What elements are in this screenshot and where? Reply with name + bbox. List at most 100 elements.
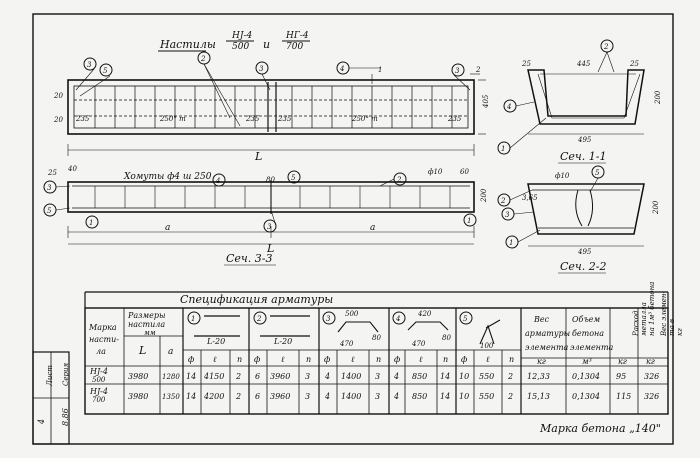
svg-text:550: 550 — [479, 392, 494, 401]
svg-text:4: 4 — [506, 103, 511, 111]
svg-text:ℓ: ℓ — [419, 355, 423, 364]
svg-text:14: 14 — [440, 392, 450, 401]
svg-text:0,1304: 0,1304 — [572, 392, 600, 401]
svg-text:Вес элемен-: Вес элемен- — [660, 290, 668, 337]
svg-text:3: 3 — [305, 372, 310, 381]
svg-text:5: 5 — [291, 174, 296, 182]
section-1-1-caption: Сеч. 1-1 — [560, 150, 606, 163]
svg-text:1: 1 — [509, 239, 513, 247]
svg-text:4: 4 — [215, 177, 220, 185]
svg-text:5: 5 — [595, 169, 600, 177]
svg-text:n: n — [376, 355, 381, 364]
svg-text:3980: 3980 — [128, 372, 148, 381]
svg-text:4: 4 — [339, 65, 344, 73]
svg-text:6: 6 — [255, 392, 260, 401]
svg-text:НJ-4: НJ-4 — [89, 387, 108, 396]
svg-text:НJ-4: НJ-4 — [89, 367, 108, 376]
svg-text:200: 200 — [652, 200, 660, 215]
section-3-3-caption: Сеч. 3-3 — [226, 252, 272, 265]
svg-text:3,65: 3,65 — [522, 194, 538, 202]
svg-text:10: 10 — [459, 392, 469, 401]
svg-text:14: 14 — [186, 392, 196, 401]
svg-text:850: 850 — [412, 392, 427, 401]
svg-text:1280: 1280 — [162, 373, 180, 381]
svg-text:850: 850 — [412, 372, 427, 381]
svg-text:кг: кг — [618, 357, 627, 366]
svg-text:80: 80 — [372, 334, 381, 342]
svg-text:2: 2 — [396, 176, 402, 184]
svg-text:235: 235 — [277, 115, 292, 123]
svg-text:495: 495 — [577, 136, 592, 144]
svg-text:500: 500 — [345, 310, 359, 318]
svg-text:14: 14 — [440, 372, 450, 381]
svg-text:L: L — [138, 344, 146, 357]
svg-text:3: 3 — [259, 65, 264, 73]
callout-5a — [99, 63, 113, 77]
svg-text:235: 235 — [75, 115, 90, 123]
section-2-2-caption: Сеч. 2-2 — [560, 260, 606, 273]
svg-text:100: 100 — [480, 342, 494, 350]
svg-text:ф: ф — [394, 355, 400, 364]
title-mark-1: НJ-4 — [231, 31, 252, 41]
svg-text:3: 3 — [505, 211, 510, 219]
svg-text:2: 2 — [507, 372, 513, 381]
svg-text:0,1304: 0,1304 — [572, 372, 600, 381]
svg-text:та в: та в — [668, 319, 676, 336]
svg-text:мм: мм — [144, 329, 156, 337]
svg-text:4: 4 — [393, 372, 399, 381]
svg-text:326: 326 — [644, 372, 659, 381]
svg-text:1: 1 — [89, 219, 93, 227]
page-frame — [32, 13, 674, 445]
svg-text:25: 25 — [629, 60, 639, 68]
svg-text:Вес: Вес — [533, 315, 550, 324]
svg-text:10: 10 — [459, 372, 469, 381]
svg-text:ф10: ф10 — [428, 168, 443, 176]
title-size-2: 700 — [286, 42, 303, 52]
svg-text:4: 4 — [324, 392, 330, 401]
title-size-1: 500 — [232, 42, 249, 52]
svg-text:470: 470 — [339, 340, 354, 348]
section-1-1: 2 4 1 25 445 25 200 495 Сеч. 1-1 — [497, 39, 662, 164]
svg-text:15,13: 15,13 — [527, 392, 550, 401]
svg-text:80: 80 — [442, 334, 451, 342]
svg-text:насти-: насти- — [89, 335, 119, 344]
svg-text:12,33: 12,33 — [527, 372, 550, 381]
svg-text:кг: кг — [537, 357, 546, 366]
svg-text:5: 5 — [47, 207, 52, 215]
svg-text:6: 6 — [255, 372, 260, 381]
svg-text:3: 3 — [375, 392, 380, 401]
svg-text:ℓ: ℓ — [281, 355, 285, 364]
svg-text:250° m: 250° m — [351, 115, 378, 123]
svg-text:2: 2 — [200, 55, 206, 63]
svg-text:3960: 3960 — [270, 372, 290, 381]
svg-text:235: 235 — [447, 115, 462, 123]
svg-text:2: 2 — [603, 43, 609, 51]
svg-text:3980: 3980 — [128, 392, 148, 401]
svg-text:Объем: Объем — [572, 315, 601, 324]
svg-text:3: 3 — [375, 372, 380, 381]
svg-text:2: 2 — [235, 392, 241, 401]
svg-text:3: 3 — [326, 315, 331, 323]
svg-text:Марка: Марка — [88, 323, 117, 332]
svg-text:1400: 1400 — [341, 392, 361, 401]
svg-text:ф: ф — [188, 355, 194, 364]
svg-text:1: 1 — [467, 217, 471, 225]
bar-subheaders: ф ℓ n ф ℓ n ф ℓ n ф ℓ n ф ℓ n — [188, 355, 514, 364]
svg-text:n: n — [509, 355, 514, 364]
svg-text:кг: кг — [646, 357, 655, 366]
svg-text:14: 14 — [186, 372, 196, 381]
svg-text:4150: 4150 — [203, 372, 224, 381]
svg-text:20: 20 — [53, 92, 63, 100]
specification-table: Спецификация арматуры — [84, 282, 684, 435]
svg-text:L-20: L-20 — [206, 337, 225, 346]
svg-text:326: 326 — [644, 392, 659, 401]
svg-text:n: n — [237, 355, 242, 364]
svg-text:95: 95 — [616, 372, 626, 381]
svg-text:элемента: элемента — [525, 343, 569, 352]
spec-title: Спецификация арматуры — [180, 293, 333, 306]
svg-text:a: a — [168, 347, 173, 357]
svg-text:20: 20 — [53, 116, 63, 124]
svg-text:80: 80 — [266, 176, 275, 184]
